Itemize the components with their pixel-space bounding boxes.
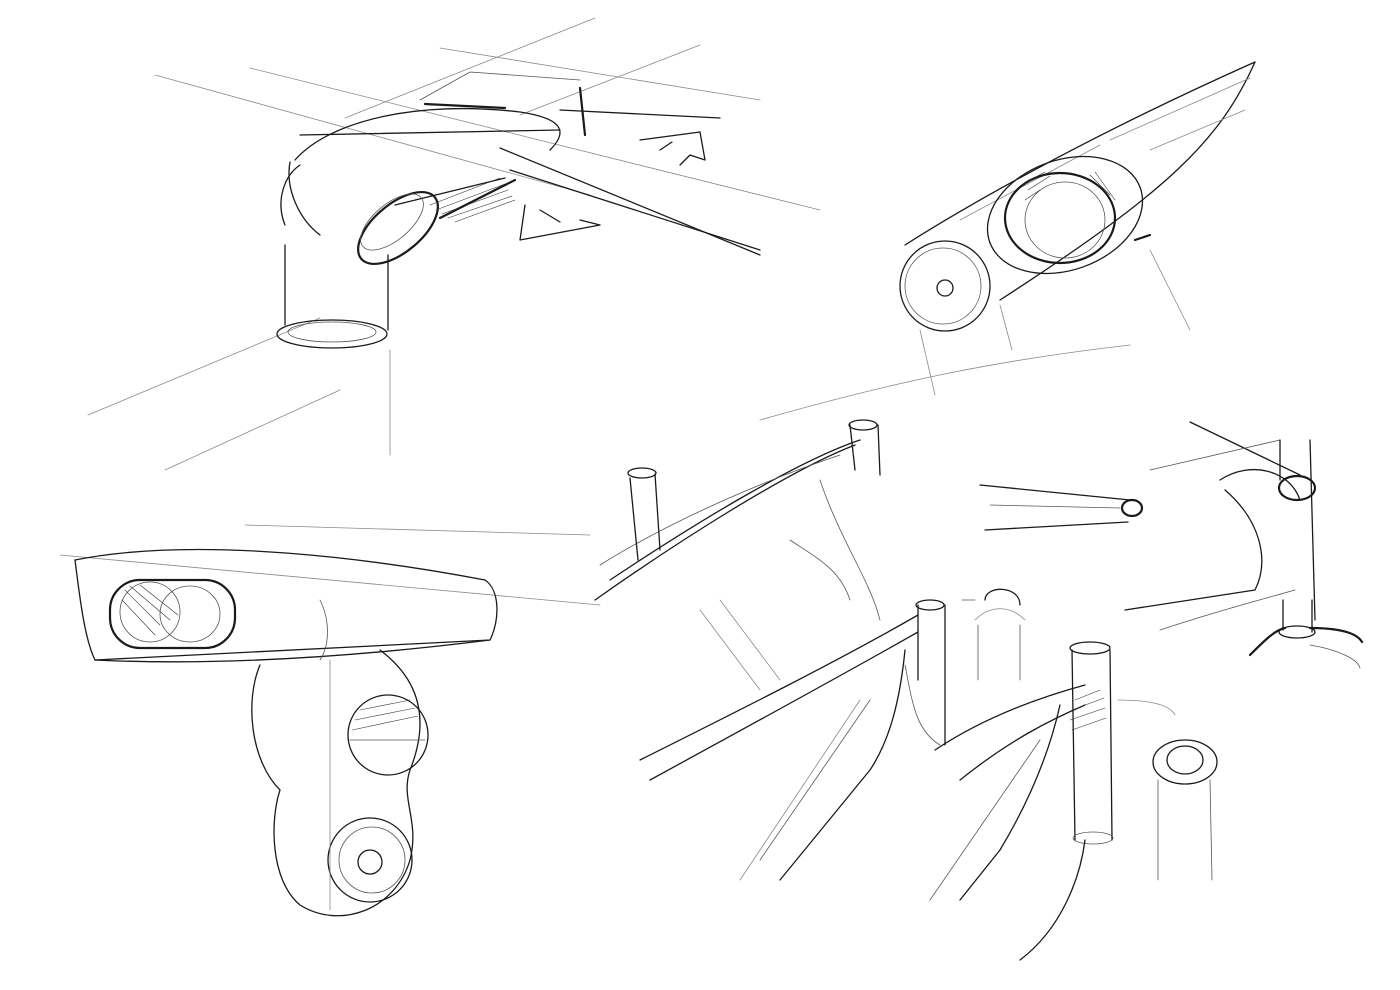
top-tube-seat-stays-sketch xyxy=(594,344,1131,691)
flow-arrows xyxy=(519,131,706,241)
stem-cross-section-sketch xyxy=(59,524,601,917)
seat-tube-junctions-sketch xyxy=(639,588,1218,961)
stem-and-handlebar-sketch xyxy=(87,17,821,471)
seat-cluster-sketch xyxy=(1124,421,1364,669)
headtube-front-section-sketch xyxy=(899,61,1256,396)
tube-end-detail-sketch xyxy=(979,484,1144,531)
